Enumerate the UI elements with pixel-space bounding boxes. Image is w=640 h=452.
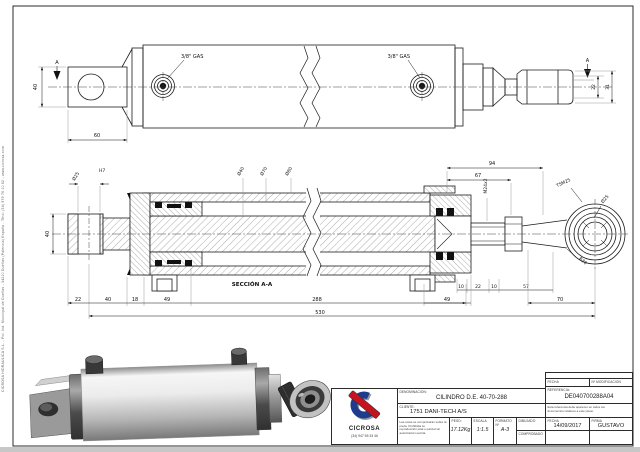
notes-cell: Las cotas se comprobarán sobre la pieza.… [397,417,450,445]
client-cell: CLIENTE: 1751 DANI-TECH A/S [397,403,546,418]
dim-rodend: TSM25 [555,177,572,189]
drawn-cell: DIBUJADO [516,417,546,431]
weight-label: PESO: [451,418,462,423]
dim-b22: 22 [75,297,81,303]
weight-value: 17.12Kg [450,427,471,433]
section-marker-right: A [586,58,590,64]
dim-eye-width: 40 [45,231,51,237]
denomination-value: CILINDRO D.E. 40-70-288 [435,394,508,401]
header-fecha-label: FECHA [547,379,559,384]
date-label: FECHA [547,418,559,423]
dim-g49: 49 [444,297,450,303]
checked-date-cell [545,430,590,445]
header-mod-label: Nº MODIFICACION [591,379,621,384]
dim-rod-dia: Ø40 [235,165,246,177]
logo-cell: CICROSA (34) 947 55 33 46 [331,388,398,445]
note-line-2: reproducción total o parcial sin autoriz… [399,427,441,435]
dim-total: 530 [315,310,325,316]
port-label-left: 3/8" GAS [181,54,203,60]
signature-label: FIRMA [591,418,602,423]
top-view-centerlines [48,72,612,101]
logo-text: CICROSA [348,426,381,432]
checked-label: COMPROBADO [518,431,543,436]
note-line-1: Las cotas se comprobarán sobre la pieza.… [399,420,447,428]
scale-value: 1:1.5 [476,427,489,433]
client-label: CLIENTE: [399,404,415,409]
client-value: 1751 DANI-TECH A/S [410,409,467,415]
port-label-right: 3/8" GAS [388,54,410,60]
dim-10a: 10 [458,284,464,290]
top-view [67,44,574,129]
dim-22s: 22 [475,284,481,290]
logo-phone: (34) 947 55 33 46 [351,434,378,438]
dim-g70: 70 [557,297,563,303]
section-centerlines [52,199,628,269]
render-3d [29,347,331,442]
dim-bore-dia: Ø70 [258,165,269,177]
dim-pin-dia: Ø25 [70,170,81,182]
dim-rodend-radius: R30 [577,256,588,266]
dim-top-22: 22 [591,84,597,90]
signature-value: GUSTAVO [597,423,625,429]
dim-94: 94 [489,161,495,167]
reference-cell: REFERENCIA: DE040700288A04 [545,386,633,404]
format-value: A-3 [500,427,510,433]
ref-note-1: Esta referencia debe aparecer en todos l… [547,405,605,409]
dim-b40: 40 [105,297,111,303]
dim-b49: 49 [164,297,170,303]
reference-note-cell: Esta referencia debe aparecer en todos l… [545,403,633,418]
dim-10b: 10 [491,284,497,290]
ref-note-2: documentos relativos a este plano. [547,408,594,413]
cicrosa-logo [348,390,381,420]
dim-b288: 288 [312,297,322,303]
dim-pin-fit: H7 [99,168,105,174]
section-label: SECCIÓN A-A [232,281,273,288]
format-label: FORMATO Nº [495,418,512,427]
sheet-frame [12,5,634,447]
reference-label: REFERENCIA: [547,387,571,392]
scale-cell: ESCALA 1:1.5 [471,417,494,445]
checked-signature-cell [589,430,633,445]
date-cell: FECHA 14/09/2017 [545,417,590,431]
top-view-dimensions: 3/8" GAS 3/8" GAS A A 40 60 22 31 [33,54,616,143]
dim-57: 57 [523,284,529,290]
checked-cell: COMPROBADO [516,430,546,445]
dim-outer-dia: Ø80 [283,165,294,177]
section-view [67,185,626,292]
dim-top-40: 40 [33,84,39,90]
dim-rodend-bore: Ø25 [599,193,610,205]
format-cell: FORMATO Nº A-3 [493,417,517,445]
dim-top-31: 31 [605,84,611,90]
dim-top-60: 60 [94,133,100,139]
scale-label: ESCALA [473,418,487,423]
weight-cell: PESO: 17.12Kg [449,417,472,445]
section-marker-left: A [55,60,59,66]
dim-thread: M24x2 [483,178,489,193]
sheet-edge-note: CICROSA HIDRAULICA S.L. - Pol. Ind. Muni… [1,146,5,392]
signature-cell: FIRMA GUSTAVO [589,417,633,431]
drawn-label: DIBUJADO [518,418,536,423]
dim-67: 67 [475,173,481,179]
reference-value: DE040700288A04 [564,394,614,400]
dim-b18: 18 [132,297,138,303]
denomination-cell: DENOMINACION: CILINDRO D.E. 40-70-288 [397,388,546,404]
date-value: 14/09/2017 [553,423,582,429]
denomination-label: DENOMINACION: [399,389,427,394]
sheet-shadow-strip [0,447,640,452]
